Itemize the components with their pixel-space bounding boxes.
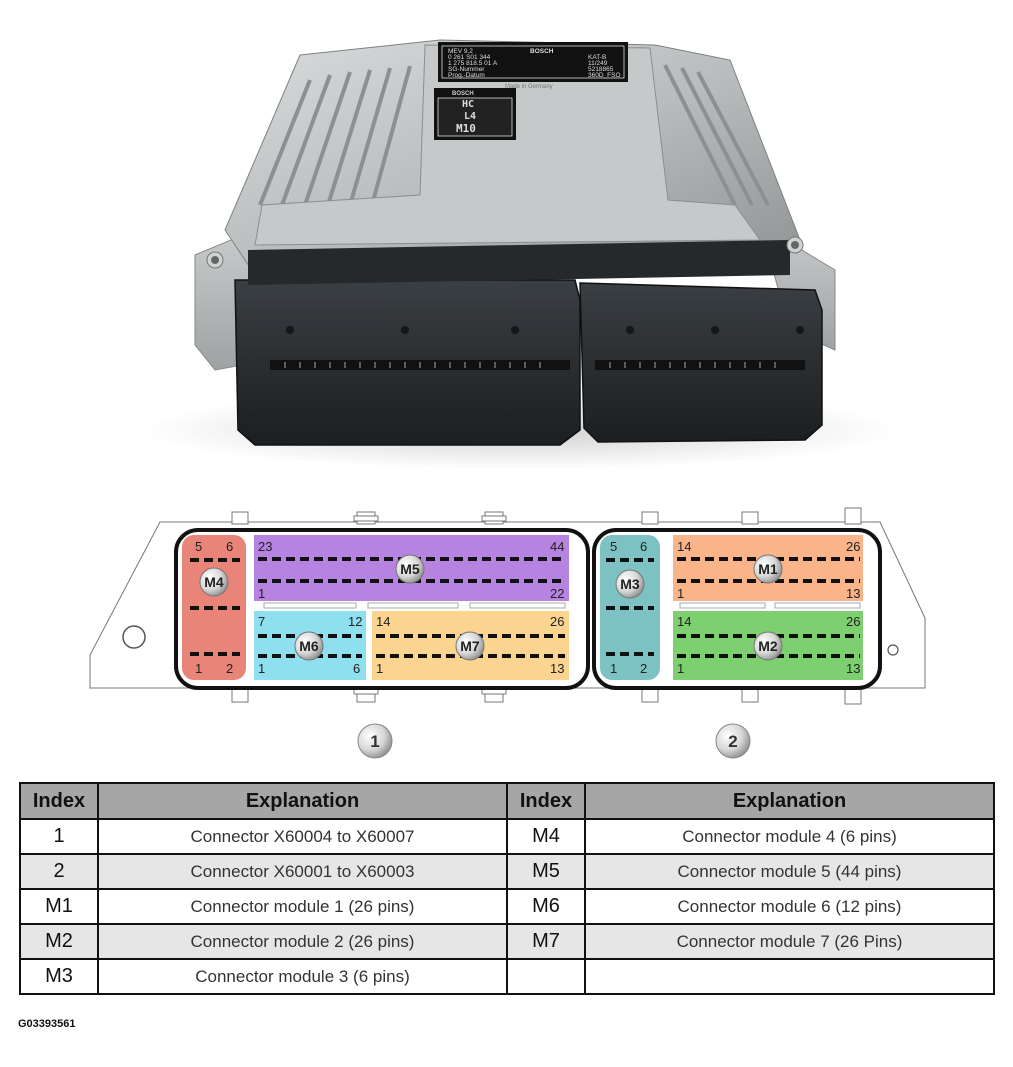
m1-pin-top-left: 14: [677, 539, 691, 554]
m4-pin-bottom-right: 2: [226, 661, 233, 676]
legend-table: Index Explanation Index Explanation 1 Co…: [19, 782, 995, 995]
row-explanation: [584, 958, 995, 995]
svg-text:M1: M1: [758, 561, 778, 577]
m6-pin-top-left: 7: [258, 614, 265, 629]
row-index: M5: [506, 853, 586, 890]
header-explanation: Explanation: [584, 782, 995, 820]
row-index: M6: [506, 888, 586, 925]
ecu-label-text: MEV 9.2 0 261 S01 344 1 275 818.5 01 A S…: [448, 48, 621, 79]
m2-pin-top-right: 26: [846, 614, 860, 629]
svg-text:MEV 9.2: MEV 9.2: [448, 48, 473, 55]
row-explanation: Connector module 1 (26 pins): [97, 888, 508, 925]
row-explanation: Connector module 3 (6 pins): [97, 958, 508, 995]
svg-text:M4: M4: [204, 574, 224, 590]
m1-pin-bottom-right: 13: [846, 586, 860, 601]
m3-pin-bottom-left: 1: [610, 661, 617, 676]
m7-pin-bottom-left: 1: [376, 661, 383, 676]
row-explanation: Connector module 4 (6 pins): [584, 818, 995, 855]
module-m4-badge: M4: [199, 567, 229, 597]
module-m2-badge: M2: [753, 631, 783, 661]
row-explanation: Connector X60001 to X60003: [97, 853, 508, 890]
m5-pin-bottom-right: 22: [550, 586, 564, 601]
row-explanation: Connector module 2 (26 pins): [97, 923, 508, 960]
row-index: M3: [19, 958, 99, 995]
row-index: 2: [19, 853, 99, 890]
header-explanation: Explanation: [97, 782, 508, 820]
module-m1-badge: M1: [753, 554, 783, 584]
m6-pin-top-right: 12: [348, 614, 362, 629]
svg-text:Prog.-Datum: Prog.-Datum: [448, 72, 485, 79]
row-explanation: Connector X60004 to X60007: [97, 818, 508, 855]
m5-pin-top-left: 23: [258, 539, 272, 554]
made-in-text: Made in Germany: [505, 84, 553, 90]
m2-pin-bottom-right: 13: [846, 661, 860, 676]
svg-text:M2: M2: [758, 638, 778, 654]
svg-text:SG-Nummer: SG-Nummer: [448, 66, 485, 73]
row-explanation: Connector module 7 (26 Pins): [584, 923, 995, 960]
row-index: M4: [506, 818, 586, 855]
m3-pin-bottom-right: 2: [640, 661, 647, 676]
svg-text:M5: M5: [400, 561, 420, 577]
legend-header-row: Index Explanation Index Explanation: [19, 782, 995, 820]
m4-pin-top-right: 6: [226, 539, 233, 554]
m3-pin-top-left: 5: [610, 539, 617, 554]
svg-text:5218865: 5218865: [588, 66, 614, 73]
m2-pin-bottom-left: 1: [677, 661, 684, 676]
svg-text:M10: M10: [456, 122, 476, 135]
svg-text:KAT-B: KAT-B: [588, 54, 606, 61]
table-row: M1 Connector module 1 (26 pins) M6 Conne…: [19, 888, 995, 925]
m1-pin-top-right: 26: [846, 539, 860, 554]
module-m5-badge: M5: [395, 554, 425, 584]
svg-text:M3: M3: [620, 576, 640, 592]
svg-text:BOSCH: BOSCH: [530, 48, 554, 55]
module-m3-area: [600, 535, 660, 680]
m3-pin-top-right: 6: [640, 539, 647, 554]
row-explanation: Connector module 5 (44 pins): [584, 853, 995, 890]
table-row: 2 Connector X60001 to X60003 M5 Connecto…: [19, 853, 995, 890]
m1-pin-bottom-left: 1: [677, 586, 684, 601]
svg-text:M7: M7: [460, 638, 480, 654]
row-explanation: Connector module 6 (12 pins): [584, 888, 995, 925]
connector-1-index: 1: [357, 723, 393, 759]
svg-text:1: 1: [370, 732, 379, 751]
module-m7-badge: M7: [455, 631, 485, 661]
svg-text:1 275 818.5 01 A: 1 275 818.5 01 A: [448, 60, 498, 67]
svg-text:0 261 S01 344: 0 261 S01 344: [448, 54, 491, 61]
m7-pin-top-left: 14: [376, 614, 390, 629]
header-index: Index: [19, 782, 99, 820]
connector-2-index: 2: [715, 723, 751, 759]
row-index: 1: [19, 818, 99, 855]
svg-text:2: 2: [728, 732, 737, 751]
m4-pin-bottom-left: 1: [195, 661, 202, 676]
table-row: 1 Connector X60004 to X60007 M4 Connecto…: [19, 818, 995, 855]
svg-text:HC: HC: [462, 99, 474, 110]
connector-diagram: 5 6 1 2 23 44 1 22 7 12 1 6 14 26 1 13 5…: [89, 507, 926, 759]
svg-text:L4: L4: [464, 111, 476, 122]
svg-text:360D_FSO: 360D_FSO: [588, 72, 621, 79]
svg-text:11/249: 11/249: [588, 60, 608, 67]
m2-pin-top-left: 14: [677, 614, 691, 629]
row-index: M1: [19, 888, 99, 925]
module-m4-area: [182, 535, 246, 680]
svg-text:M6: M6: [299, 638, 319, 654]
module-m6-badge: M6: [294, 631, 324, 661]
figure-id: G03393561: [18, 1018, 76, 1030]
m6-pin-bottom-right: 6: [353, 661, 360, 676]
m6-pin-bottom-left: 1: [258, 661, 265, 676]
m5-pin-bottom-left: 1: [258, 586, 265, 601]
table-row: M3 Connector module 3 (6 pins): [19, 958, 995, 995]
m5-pin-top-right: 44: [550, 539, 564, 554]
m7-pin-bottom-right: 13: [550, 661, 564, 676]
ecu-photo: MEV 9.2 0 261 S01 344 1 275 818.5 01 A S…: [140, 39, 900, 470]
header-index: Index: [506, 782, 586, 820]
ecu-sub-label: HC L4 M10: [456, 99, 476, 135]
module-m3-badge: M3: [615, 569, 645, 599]
row-index: M7: [506, 923, 586, 960]
table-row: M2 Connector module 2 (26 pins) M7 Conne…: [19, 923, 995, 960]
sub-label-brand: BOSCH: [452, 91, 474, 97]
m4-pin-top-left: 5: [195, 539, 202, 554]
m7-pin-top-right: 26: [550, 614, 564, 629]
row-index: M2: [19, 923, 99, 960]
row-index: [506, 958, 586, 995]
